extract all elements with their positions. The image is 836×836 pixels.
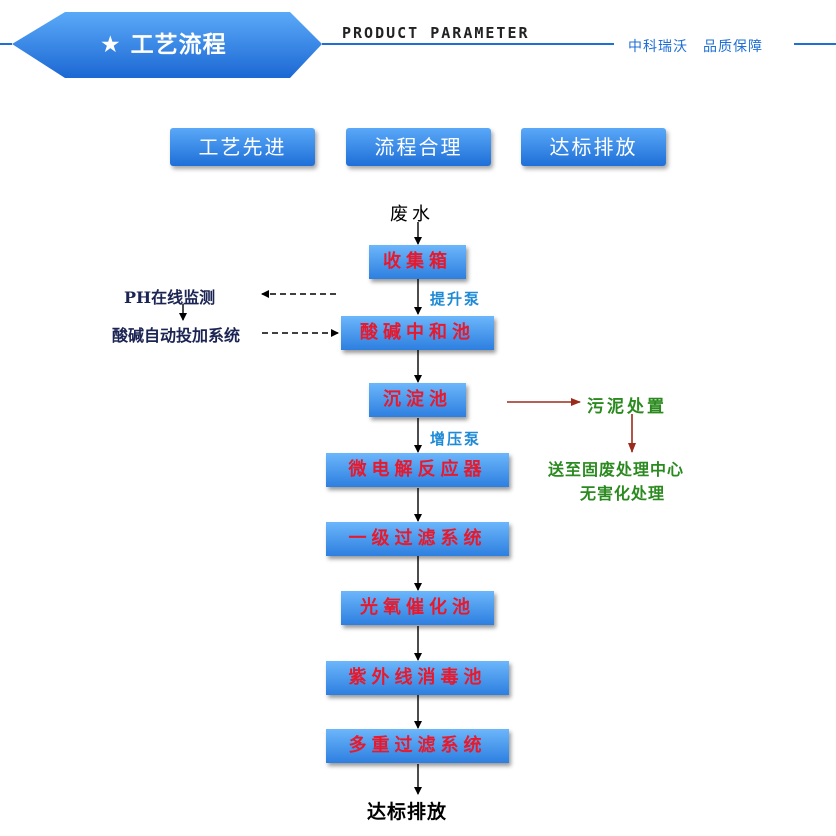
subtitle-en: PRODUCT PARAMETER <box>342 24 530 42</box>
tag-reasonable: 流程合理 <box>346 128 491 166</box>
step-collection-tank: 收集箱 <box>369 245 466 279</box>
flow-input: 废水 <box>390 204 434 225</box>
sludge-destination: 送至固废处理中心 <box>548 460 685 479</box>
ph-monitor: PH在线监测 <box>124 288 216 307</box>
step-primary-filtration: 一级过滤系统 <box>326 522 509 556</box>
page-title-text: 工艺流程 <box>130 32 227 58</box>
flow-output: 达标排放 <box>367 801 448 823</box>
pump-booster: 增压泵 <box>430 430 482 448</box>
step-uv-disinfection: 紫外线消毒池 <box>326 661 509 695</box>
page-title: ★ 工艺流程 <box>100 22 280 68</box>
brand-slogan: 中科瑞沃 品质保障 <box>628 39 763 55</box>
sludge-disposal: 污泥处置 <box>587 397 667 417</box>
dosing-system: 酸碱自动投加系统 <box>112 326 241 345</box>
step-micro-electrolysis: 微电解反应器 <box>326 453 509 487</box>
tag-advanced: 工艺先进 <box>170 128 315 166</box>
pump-lift: 提升泵 <box>430 290 482 308</box>
banner-arrow-shape <box>12 12 322 78</box>
step-sedimentation-pool: 沉淀池 <box>369 383 466 417</box>
step-multi-filtration: 多重过滤系统 <box>326 729 509 763</box>
star-icon: ★ <box>100 32 131 58</box>
sludge-harmless: 无害化处理 <box>580 484 666 503</box>
step-neutralization-pool: 酸碱中和池 <box>341 316 494 350</box>
step-photocatalysis: 光氧催化池 <box>341 591 494 625</box>
tag-compliant: 达标排放 <box>521 128 666 166</box>
header-banner <box>0 12 836 78</box>
